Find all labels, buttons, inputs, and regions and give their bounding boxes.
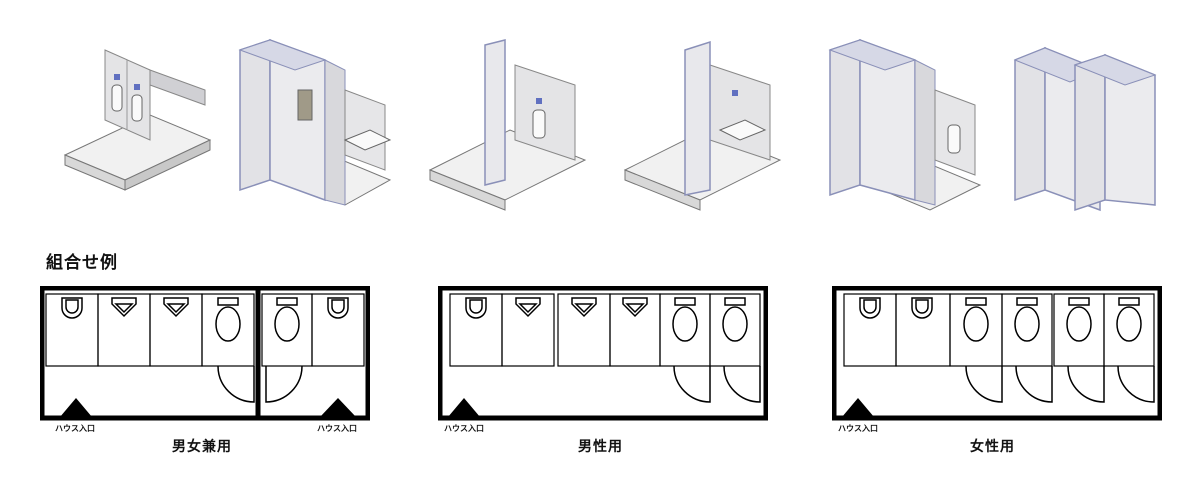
toilet-icon [1014, 297, 1040, 342]
door-swing-icon [673, 365, 761, 403]
plan-label-male: 男性用 [578, 439, 623, 455]
double-toilet-room-unit-illustration [1013, 46, 1157, 212]
toilet-room-unit-2-illustration [828, 38, 982, 211]
washbasin-icon [859, 297, 881, 319]
entrance-label: ハウス入口 [444, 424, 484, 433]
section-title: 組合せ例 [46, 253, 118, 273]
door-swing-icon [965, 365, 1155, 403]
toilet-icon [963, 297, 989, 342]
washbasin-icon [911, 297, 933, 319]
urinal-icon [111, 297, 137, 318]
toilet-icon [274, 297, 300, 342]
toilet-icon [1116, 297, 1142, 342]
plan-label-unisex: 男女兼用 [172, 439, 232, 455]
washbasin-icon [327, 297, 349, 319]
plan-unisex [40, 286, 370, 421]
entrance-label: ハウス入口 [317, 424, 357, 433]
plan-label-female: 女性用 [970, 439, 1015, 455]
entrance-label: ハウス入口 [838, 424, 878, 433]
washbasin-icon [465, 297, 487, 319]
urinal-unit-1-illustration [63, 49, 212, 191]
urinal-partition-unit-illustration [428, 39, 587, 211]
door-swing-icon [217, 365, 303, 403]
toilet-icon [722, 297, 748, 342]
toilet-room-unit-1-illustration [238, 38, 392, 206]
toilet-icon [672, 297, 698, 342]
plan-male [438, 286, 768, 421]
toilet-icon [1066, 297, 1092, 342]
urinal-icon [163, 297, 189, 318]
urinal-icon [515, 297, 541, 318]
isometric-units [0, 0, 1200, 230]
toilet-icon [215, 297, 241, 342]
plan-female [832, 286, 1162, 421]
entrance-label: ハウス入口 [55, 424, 95, 433]
entrance-marker-icon [320, 398, 356, 417]
entrance-marker-icon [60, 398, 92, 417]
urinal-icon [571, 297, 597, 318]
entrance-marker-icon [842, 398, 874, 417]
entrance-marker-icon [448, 398, 480, 417]
urinal-icon [622, 297, 648, 318]
sink-partition-unit-illustration [623, 40, 782, 211]
washbasin-icon [61, 297, 83, 319]
